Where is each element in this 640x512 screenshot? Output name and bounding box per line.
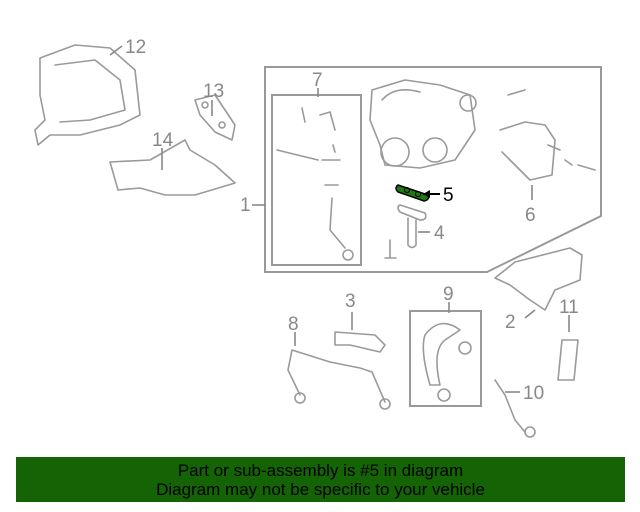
callout-8[interactable]: 8 (288, 314, 299, 335)
bracket-part-2[interactable] (494, 247, 583, 319)
callout-11[interactable]: 11 (559, 297, 579, 318)
callout-4[interactable]: 4 (434, 223, 445, 244)
hose-part-9[interactable] (422, 302, 472, 402)
callout-3[interactable]: 3 (345, 291, 356, 312)
hose-kit-part-7[interactable] (276, 88, 354, 261)
callout-10[interactable]: 10 (523, 383, 544, 404)
callout-7[interactable]: 7 (312, 70, 323, 91)
turbocharger[interactable] (369, 79, 477, 169)
heat-shield-part-12[interactable] (34, 44, 141, 146)
shield-part-14[interactable] (109, 139, 236, 196)
callout-6[interactable]: 6 (525, 205, 536, 226)
callout-12[interactable]: 12 (125, 37, 146, 58)
pipe-part-8[interactable] (287, 332, 391, 410)
assembly-box-7 (271, 94, 362, 266)
bracket-part-13[interactable] (194, 94, 236, 141)
callout-1[interactable]: 1 (240, 195, 251, 216)
assembly-box-9 (409, 310, 482, 407)
pipe-part-10[interactable] (494, 379, 536, 438)
banner-disclaimer: Diagram may not be specific to your vehi… (156, 480, 485, 499)
info-banner: Part or sub-assembly is #5 in diagram Di… (16, 457, 625, 502)
banner-part-note: Part or sub-assembly is #5 in diagram (177, 461, 464, 480)
callout-13[interactable]: 13 (203, 81, 224, 102)
gasket-part-5[interactable] (395, 184, 440, 202)
assembly-box-1 (264, 66, 602, 273)
callout-2[interactable]: 2 (505, 312, 516, 333)
bracket-part-3[interactable] (334, 312, 386, 353)
callout-9[interactable]: 9 (443, 284, 454, 305)
oil-pipe-part-6[interactable] (499, 89, 596, 200)
stud-gasket-part-4[interactable] (384, 204, 430, 259)
hose-part-11[interactable] (557, 315, 579, 381)
callout-14[interactable]: 14 (152, 130, 174, 151)
callout-5[interactable]: 5 (443, 185, 454, 206)
